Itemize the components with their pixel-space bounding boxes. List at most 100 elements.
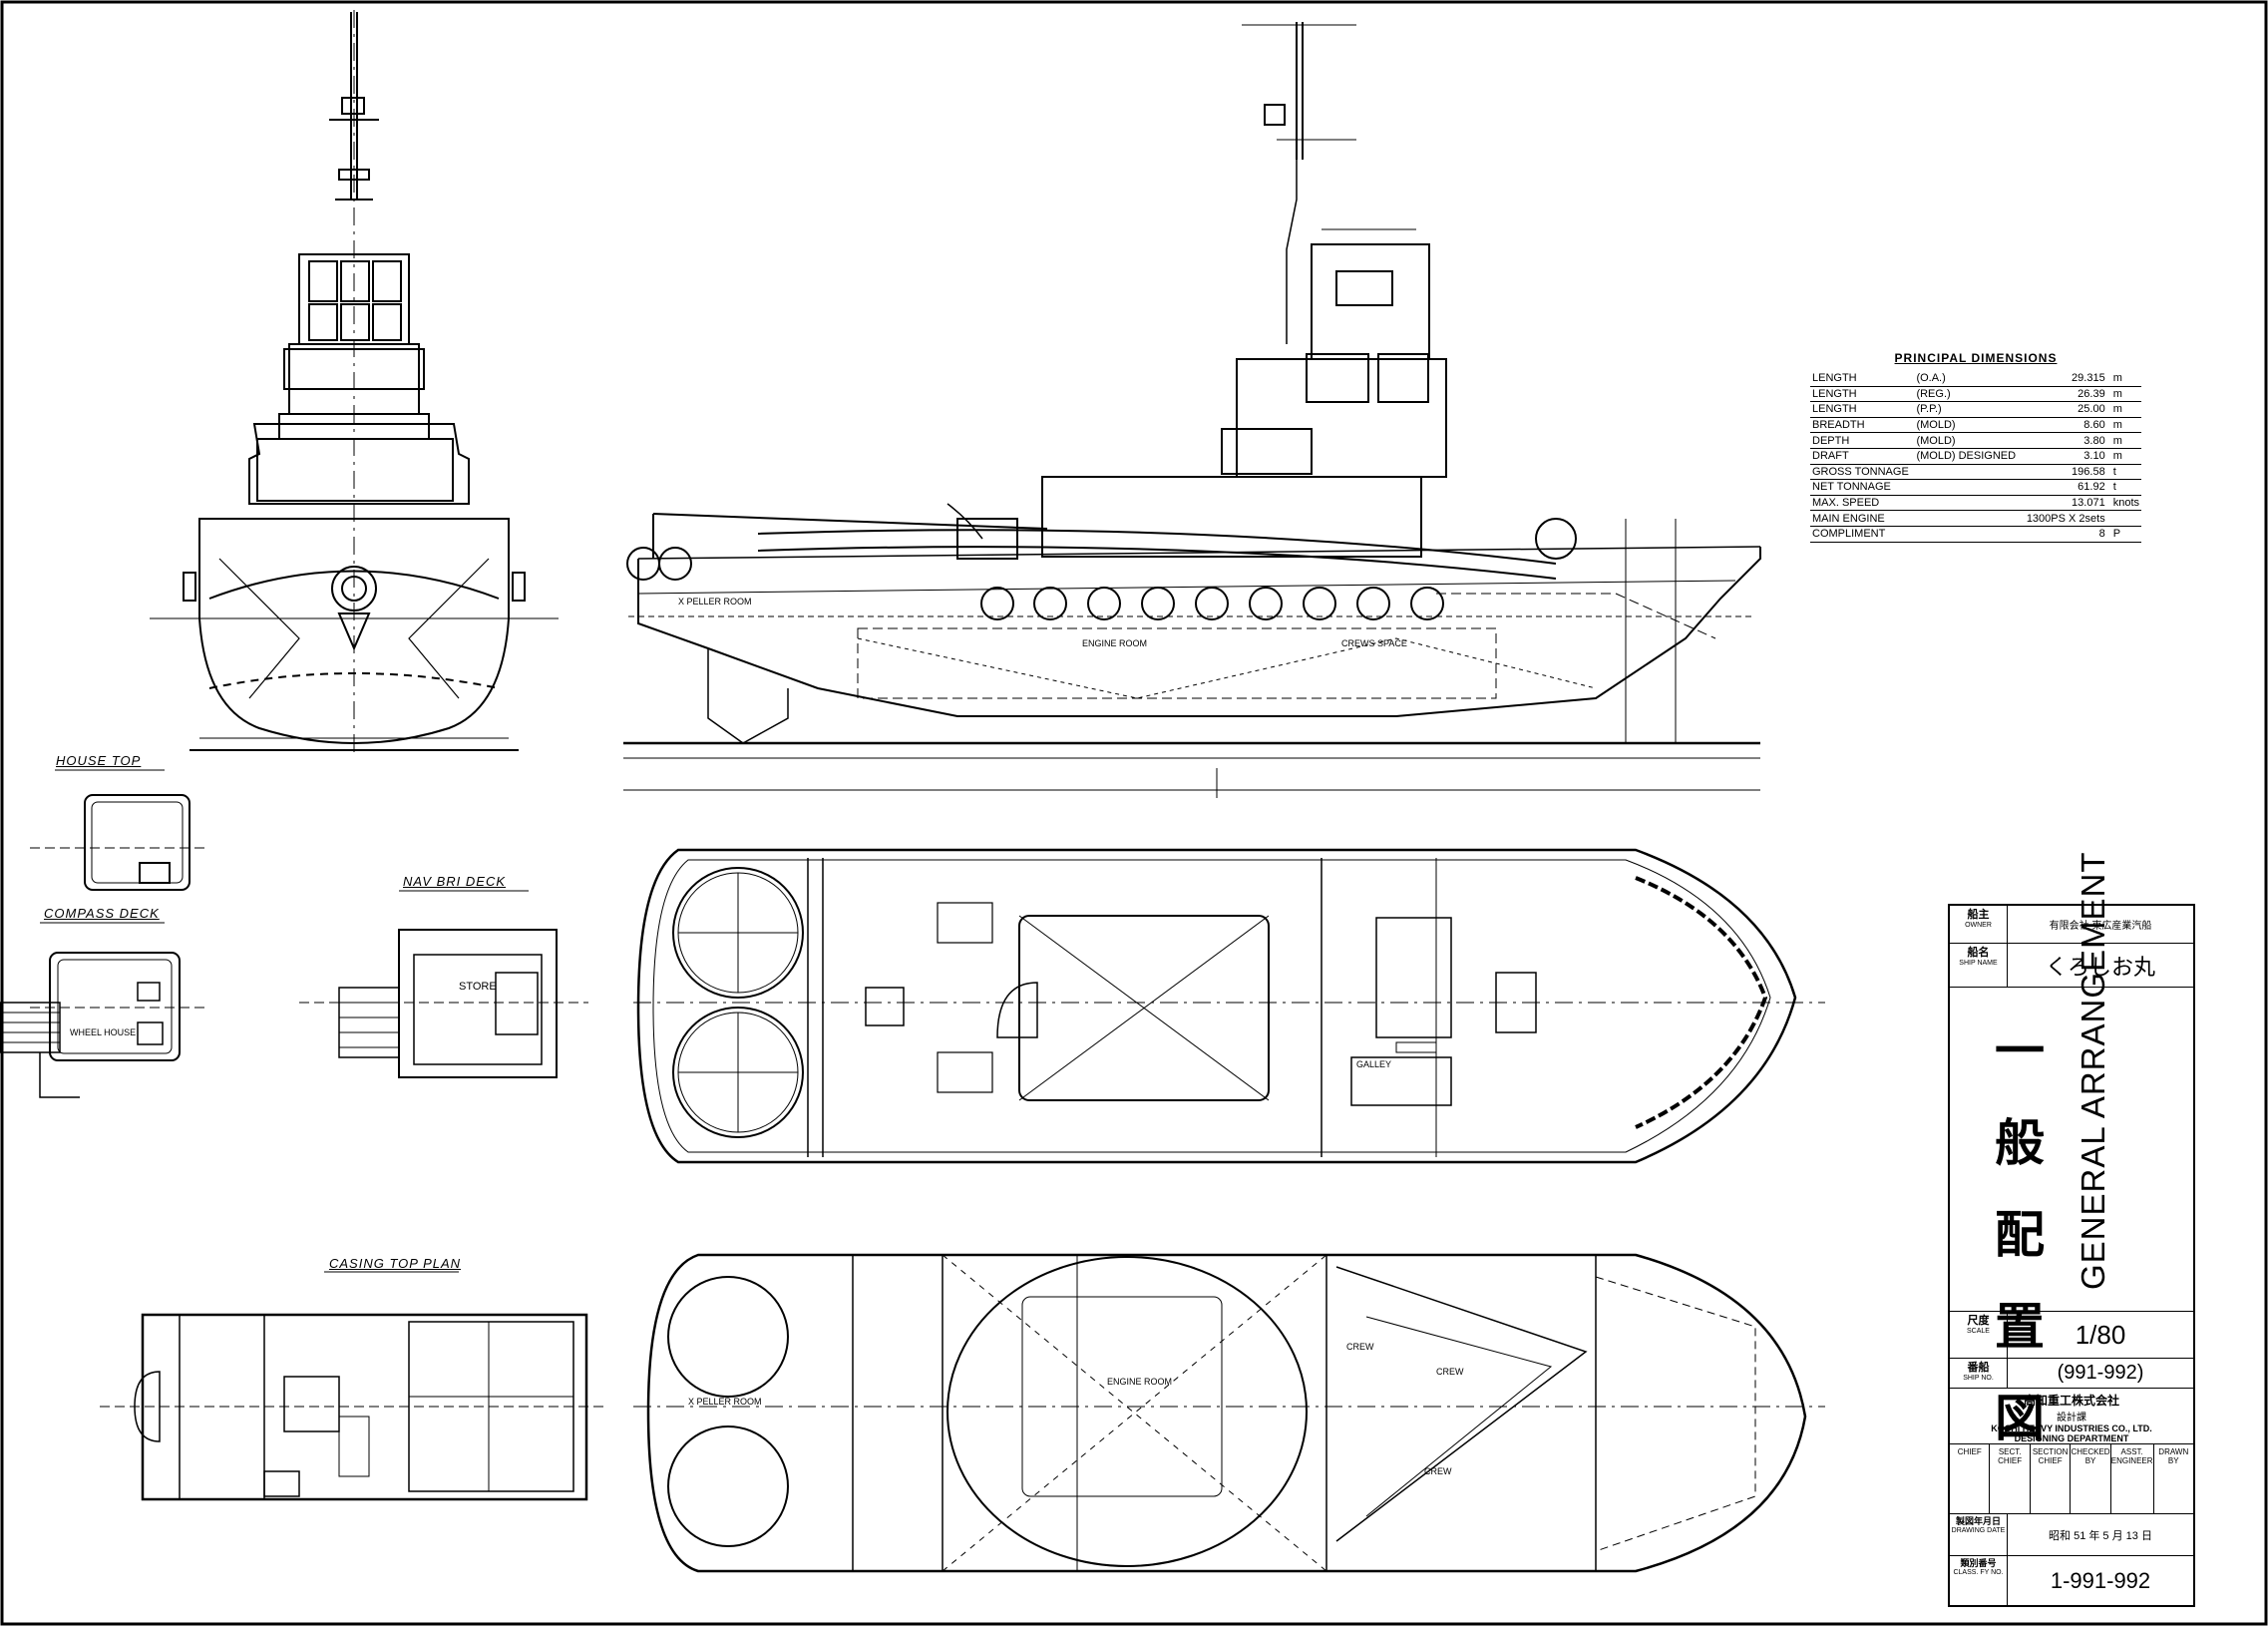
dimension-unit: m	[2106, 448, 2141, 465]
approval-role: CHECKED BY	[2071, 1444, 2111, 1513]
dimension-qualifier: (MOLD) DESIGNED	[1914, 448, 2022, 465]
hold-plan	[633, 1253, 1825, 1573]
dimension-qualifier: (O.A.)	[1914, 371, 2022, 387]
dimension-value: 26.39	[2021, 386, 2107, 403]
dimension-label: BREADTH	[1810, 417, 1915, 434]
ship-no-caption: 番船	[1967, 1362, 1990, 1374]
dimension-value: 3.80	[2021, 432, 2107, 449]
dimension-unit	[2106, 510, 2141, 527]
dimension-qualifier	[1914, 495, 2022, 512]
dimension-qualifier: (REG.)	[1914, 386, 2022, 403]
drawing-date-caption: 製図年月日	[1955, 1516, 2001, 1526]
propeller-room-label: X PELLER ROOM	[678, 597, 752, 607]
class-no-value: 1-991-992	[2050, 1567, 2151, 1593]
company-en: KOCHI HEAVY INDUSTRIES CO., LTD.	[1991, 1423, 2152, 1433]
crew-label-1: CREW	[1346, 1342, 1374, 1352]
dimension-value: 196.58	[2021, 464, 2107, 481]
ship-name-caption-en: SHIP NAME	[1959, 960, 1998, 967]
dimension-value: 3.10	[2021, 448, 2107, 465]
owner-caption-en: OWNER	[1965, 922, 1992, 929]
nav-bri-deck-plan	[299, 890, 588, 1078]
drawing-title-jp: 一般配置図	[1990, 1006, 2050, 1464]
side-profile	[623, 22, 1761, 798]
dimension-unit: knots	[2106, 495, 2141, 512]
owner-caption: 船主	[1967, 909, 1990, 921]
main-deck-plan	[633, 848, 1825, 1164]
ship-no-caption-en: SHIP NO.	[1963, 1375, 1994, 1382]
class-no-caption: 類別番号	[1960, 1558, 1997, 1568]
class-no-caption-en: CLASS. FY NO.	[1953, 1569, 2004, 1576]
dimension-value: 61.92	[2021, 479, 2107, 496]
dimension-label: MAIN ENGINE	[1810, 510, 1915, 527]
compass-deck-plan	[0, 922, 204, 1098]
hold-engine-room-label: ENGINE ROOM	[1107, 1377, 1173, 1387]
drawing-title-char: 置	[1995, 1297, 2045, 1356]
dimension-label: COMPLIMENT	[1810, 526, 1915, 543]
approval-role: SECTION CHIEF	[2031, 1444, 2072, 1513]
approval-role: CHIEF	[1950, 1444, 1991, 1513]
dimension-unit: m	[2106, 386, 2141, 403]
ship-name-caption: 船名	[1967, 947, 1990, 959]
dimension-qualifier: (MOLD)	[1914, 417, 2022, 434]
dept-en: DESIGNING DEPARTMENT	[2014, 1433, 2129, 1443]
dimension-value: 1300PS X 2sets	[2021, 510, 2107, 527]
dimension-unit: P	[2106, 526, 2141, 543]
dimension-unit: t	[2106, 479, 2141, 496]
drawing-title-area: 一般配置図 GENERAL ARRANGEMENT	[1950, 851, 2193, 1447]
dept-jp: 設計課	[2057, 1413, 2086, 1423]
dimension-qualifier	[1914, 526, 2022, 543]
company-row: 高知重工株式会社 設計課 KOCHI HEAVY INDUSTRIES CO.,…	[1950, 1389, 2193, 1444]
dimension-label: DRAFT	[1810, 448, 1915, 465]
dimension-unit: m	[2106, 432, 2141, 449]
drawing-date-caption-en: DRAWING DATE	[1951, 1527, 2006, 1534]
ship-name-value: くろしお丸	[2045, 955, 2155, 981]
drawing-title-char: 一	[1995, 1021, 2045, 1080]
dimension-unit: m	[2106, 371, 2141, 387]
drawing-title-char: 配	[1995, 1205, 2045, 1264]
casing-top-plan	[100, 1271, 608, 1501]
scale-caption-en: SCALE	[1967, 1328, 1990, 1335]
dimension-qualifier	[1914, 479, 2022, 496]
dimension-label: LENGTH	[1810, 386, 1915, 403]
drawing-date-value: 昭和 51 年 5 月 13 日	[2049, 1529, 2152, 1542]
company-jp: 高知重工株式会社	[2023, 1394, 2119, 1408]
crew-label-2: CREW	[1436, 1367, 1464, 1377]
dimension-unit: m	[2106, 417, 2141, 434]
dimension-qualifier: (MOLD)	[1914, 432, 2022, 449]
hold-propeller-room-label: X PELLER ROOM	[688, 1397, 762, 1407]
dimension-row: MAIN ENGINE 1300PS X 2sets	[1810, 510, 2141, 527]
dimension-label: MAX. SPEED	[1810, 495, 1915, 512]
approval-role: DRAWN BY	[2158, 1447, 2189, 1465]
dimension-label: GROSS TONNAGE	[1810, 464, 1915, 481]
principal-dimensions-title: PRINCIPAL DIMENSIONS	[1894, 351, 2058, 365]
dimension-value: 25.00	[2021, 401, 2107, 418]
scale-value: 1/80	[2075, 1319, 2126, 1350]
dimension-unit: m	[2106, 401, 2141, 418]
nav-bri-deck-label: NAV BRI DECK	[403, 874, 507, 889]
dimension-label: DEPTH	[1810, 432, 1915, 449]
dimension-label: LENGTH	[1810, 401, 1915, 418]
dimension-value: 8.60	[2021, 417, 2107, 434]
crew-label-3: CREW	[1424, 1466, 1452, 1476]
dimension-label: LENGTH	[1810, 371, 1915, 387]
house-top-plan	[30, 769, 209, 891]
approval-role: SECT. CHIEF	[1990, 1444, 2031, 1513]
store-label: STORE	[459, 981, 497, 993]
approval-role: ASST. ENGINEER	[2111, 1444, 2154, 1513]
dimension-value: 29.315	[2021, 371, 2107, 387]
